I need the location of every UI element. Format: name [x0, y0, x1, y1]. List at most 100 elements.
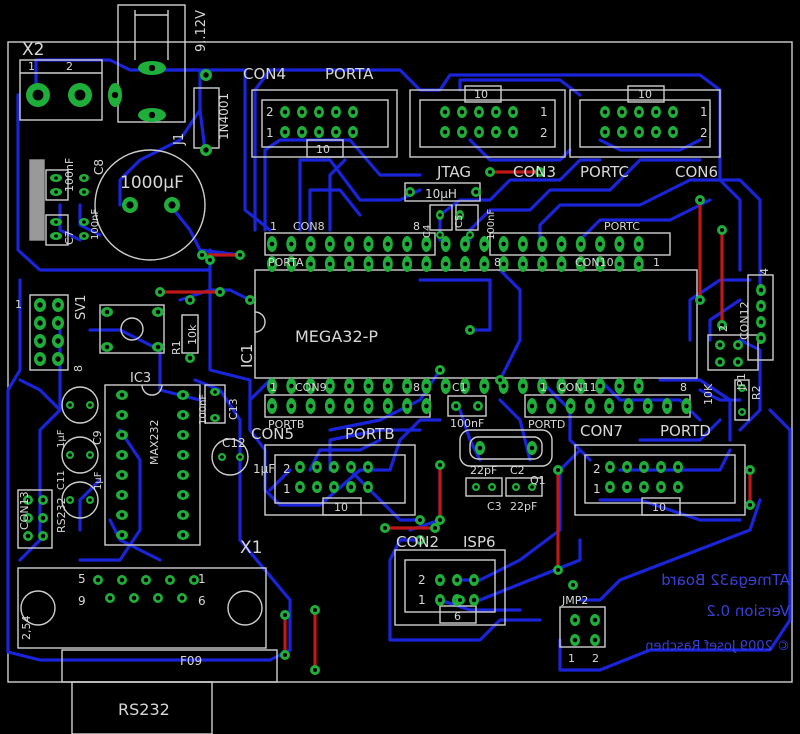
pad-drill: [385, 241, 391, 247]
label-con4-pin10: 10: [316, 143, 330, 156]
board-outline: [7, 41, 793, 683]
via-drill: [538, 170, 542, 174]
via-drill: [248, 298, 252, 302]
label-portc-top: PORTC: [580, 163, 629, 181]
via-drill: [438, 368, 442, 372]
pad-drill: [55, 302, 61, 308]
pad-drill: [482, 383, 487, 389]
pad-drill: [624, 484, 630, 490]
label-con5-pin2: 2: [283, 462, 291, 476]
via-drill: [283, 653, 287, 657]
pad-drill: [458, 213, 462, 217]
pad-drill: [658, 464, 664, 470]
label-con2: CON2: [396, 533, 439, 551]
via-drill: [698, 298, 702, 302]
pad-drill: [514, 485, 518, 489]
pad-drill: [54, 176, 58, 180]
pad-drill: [471, 597, 477, 603]
pad-drill: [602, 109, 608, 115]
pad-drill: [316, 109, 322, 115]
label-c1: C1: [452, 381, 467, 394]
pad-drill: [365, 464, 371, 470]
label-con8: CON8: [293, 220, 325, 233]
pad-drill: [37, 356, 43, 362]
pad-drill: [501, 261, 506, 267]
label-c8-val: 100nF: [63, 158, 76, 192]
via-drill: [313, 668, 317, 672]
pad-drill: [366, 261, 371, 267]
pad-drill: [653, 109, 659, 115]
label-c4: C4: [422, 225, 433, 238]
pad-drill: [187, 355, 193, 361]
pad-drill: [155, 309, 161, 315]
label-l1: 10µH: [425, 187, 457, 201]
label-mcu: MEGA32-P: [295, 327, 378, 346]
pad-drill: [331, 464, 337, 470]
label-rs232-side: RS232: [55, 497, 68, 533]
pad-drill: [675, 464, 681, 470]
pad-drill: [119, 412, 125, 418]
pad-drill: [32, 89, 44, 101]
pad-drill: [636, 109, 642, 115]
pad-drill: [299, 109, 305, 115]
label-con11-pin1: 1: [540, 381, 547, 394]
pad-drill: [664, 403, 670, 409]
pad-drill: [592, 617, 598, 623]
pad-drill: [636, 383, 641, 389]
pad-drill: [758, 335, 764, 341]
pad-drill: [316, 129, 322, 135]
via-drill: [468, 328, 472, 332]
pad-drill: [327, 241, 333, 247]
label-con5: CON5: [251, 425, 294, 443]
pad-drill: [510, 129, 516, 135]
via-drill: [218, 290, 222, 294]
pad-drill: [758, 287, 764, 293]
label-1000uf: 1000µF: [120, 173, 184, 193]
pad-drill: [119, 577, 125, 583]
label-isp-pin6: 6: [454, 610, 461, 623]
pad-drill: [529, 445, 535, 451]
label-con6-pin2: 2: [700, 126, 708, 140]
pad-drill: [437, 597, 443, 603]
pad-drill: [404, 261, 410, 267]
pad-drill: [443, 383, 448, 389]
pad-drill: [653, 129, 659, 135]
pad-drill: [119, 512, 125, 518]
pad-drill: [636, 241, 641, 247]
pad-drill: [289, 383, 294, 389]
label-jmp2-pin1: 1: [568, 652, 575, 665]
board-version: Version 0.2: [706, 602, 790, 620]
pad-drill: [25, 533, 31, 539]
pad-drill: [155, 595, 161, 601]
pad-drill: [119, 392, 125, 398]
label-con5-pin1: 1: [283, 482, 291, 496]
pad-drill: [675, 484, 681, 490]
label-con9: CON9: [295, 381, 327, 394]
pad-drill: [443, 261, 448, 267]
label-pitch: 2,54: [20, 616, 33, 641]
label-con7-pin10: 10: [652, 501, 666, 514]
pad-drill: [82, 190, 86, 194]
top-traces: [158, 170, 752, 672]
pad-drill: [735, 342, 741, 348]
pad-drill: [289, 261, 294, 267]
via-drill: [418, 518, 422, 522]
pad-drill: [473, 189, 479, 195]
pad-drill: [180, 452, 186, 458]
pad-drill: [308, 241, 313, 247]
pad-drill: [404, 241, 410, 247]
pad-drill: [641, 464, 647, 470]
label-c3-val: 22pF: [510, 500, 537, 513]
pad-drill: [180, 512, 186, 518]
pad-drill: [626, 403, 631, 409]
pad-drill: [717, 359, 723, 365]
pad-drill: [578, 261, 584, 267]
pad-drill: [126, 201, 134, 209]
label-con9-pin1: 1: [270, 381, 277, 394]
pad-drill: [471, 577, 477, 583]
pad-drill: [346, 403, 352, 409]
label-c5: C5: [454, 215, 465, 228]
pad-drill: [119, 532, 125, 538]
pad-drill: [155, 344, 161, 350]
pad-drill: [501, 241, 506, 247]
